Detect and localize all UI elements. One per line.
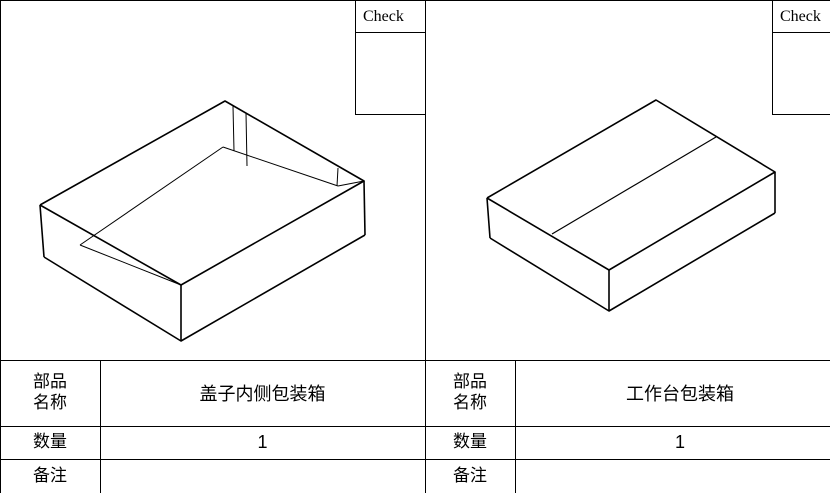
left-name-label-line1: 部品 xyxy=(33,372,67,392)
left-check-box[interactable]: Check xyxy=(355,0,425,115)
right-qty-label: 数量 xyxy=(453,432,487,452)
left-label-divider xyxy=(100,360,101,493)
right-drawing-panel: Check xyxy=(425,0,830,360)
right-note-value xyxy=(515,459,830,493)
left-qty-label: 数量 xyxy=(33,432,67,452)
right-name-label-line1: 部品 xyxy=(453,372,487,392)
left-note-label: 备注 xyxy=(33,465,67,486)
right-name-label: 部品 名称 xyxy=(425,360,515,426)
right-qty-value: 1 xyxy=(674,432,685,452)
right-check-label: Check xyxy=(773,0,830,33)
left-name-label-line2: 名称 xyxy=(33,393,67,413)
right-check-box[interactable]: Check xyxy=(772,0,830,115)
panel-divider xyxy=(425,0,426,493)
right-note-label: 备注 xyxy=(453,465,487,486)
table-row-line-2 xyxy=(0,459,830,460)
left-part-name: 盖子内侧包装箱 xyxy=(199,384,326,405)
table-row-line-1 xyxy=(0,426,830,427)
table-top-line xyxy=(0,360,830,361)
sheet-left-border xyxy=(0,0,1,493)
left-qty-value: 1 xyxy=(257,432,268,452)
left-check-label: Check xyxy=(356,0,425,33)
right-label-divider xyxy=(515,360,516,493)
closed-box-drawing xyxy=(486,99,776,312)
left-name-label: 部品 名称 xyxy=(0,360,100,426)
right-name-label-line2: 名称 xyxy=(453,393,487,413)
left-drawing-panel: Check xyxy=(0,0,425,360)
left-note-value xyxy=(100,459,425,493)
right-part-name: 工作台包装箱 xyxy=(626,384,734,405)
sheet-top-border xyxy=(0,0,830,1)
open-box-drawing xyxy=(39,100,366,342)
